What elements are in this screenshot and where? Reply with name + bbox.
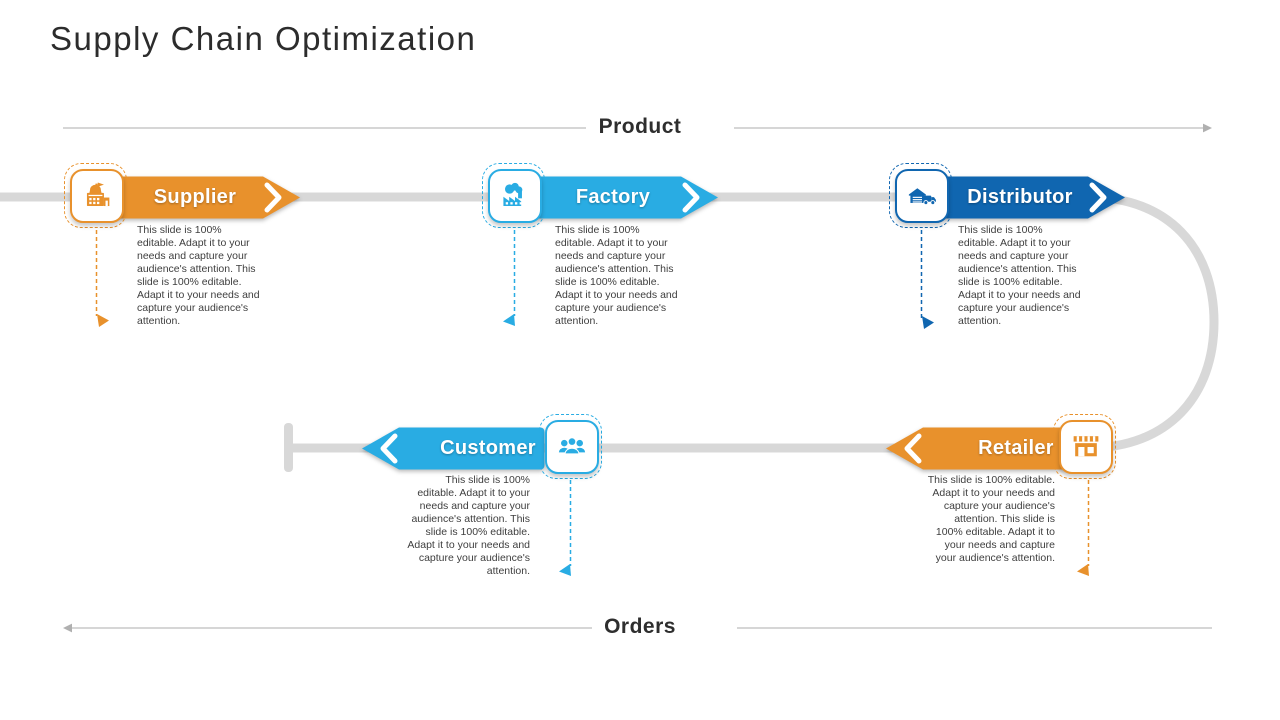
flow-label-product: Product: [598, 115, 682, 138]
supplier-description: This slide is 100% editable. Adapt it to…: [137, 224, 260, 328]
distributor-icon-frame: [889, 163, 952, 228]
orders-arrowhead: [63, 623, 72, 633]
factory-building-icon: [86, 182, 110, 207]
supplier-icon-box: [70, 169, 124, 223]
warehouse-truck-icon: [908, 188, 936, 206]
customers-group-icon: [558, 437, 586, 455]
factory-arrow-banner: [535, 176, 718, 219]
retailer-icon-frame: [1053, 414, 1116, 479]
storefront-icon: [1073, 436, 1099, 457]
distributor-leader-arrowhead: [922, 316, 934, 329]
retailer-description: This slide is 100% editable. Adapt it to…: [927, 474, 1055, 565]
customer-icon-box: [545, 420, 599, 474]
supplier-label: Supplier: [153, 186, 237, 208]
customer-icon-frame: [539, 414, 602, 479]
factory-icon-frame: [482, 163, 545, 228]
supplier-arrow-banner: [117, 176, 300, 219]
supply-chain-connector-path: [0, 192, 1219, 453]
distributor-icon-box: [895, 169, 949, 223]
retailer-label: Retailer: [978, 437, 1054, 459]
customer-leader-arrowhead: [559, 564, 571, 576]
factory-description: This slide is 100% editable. Adapt it to…: [555, 224, 678, 328]
slide-title: Supply Chain Optimization: [50, 20, 477, 57]
supplier-leader-arrowhead: [97, 314, 109, 327]
retailer-leader-arrowhead: [1077, 564, 1089, 576]
retailer-arrow-banner: [886, 427, 1069, 470]
product-arrowhead: [1203, 123, 1212, 133]
customer-label: Customer: [440, 437, 536, 459]
factory-leader-arrowhead: [503, 314, 515, 326]
factory-icon-box: [488, 169, 542, 223]
distributor-label: Distributor: [967, 186, 1073, 208]
retailer-icon-box: [1059, 420, 1113, 474]
factory-label: Factory: [575, 186, 651, 208]
distributor-arrow-banner: [942, 176, 1125, 219]
factory-smoke-icon: [503, 182, 523, 207]
distributor-description: This slide is 100% editable. Adapt it to…: [958, 224, 1081, 328]
connector-end-cap: [284, 423, 293, 472]
customer-description: This slide is 100% editable. Adapt it to…: [407, 474, 530, 578]
flow-label-orders: Orders: [604, 615, 676, 638]
supplier-icon-frame: [64, 163, 127, 228]
customer-arrow-banner: [362, 427, 545, 470]
